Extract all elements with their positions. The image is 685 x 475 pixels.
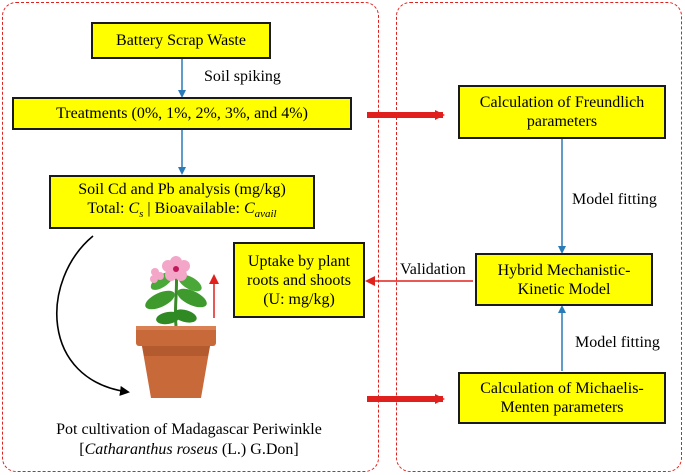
arrow-soil-to-pot <box>56 235 130 396</box>
soil-analysis-title: Soil Cd and Pb analysis (mg/kg) <box>78 180 286 198</box>
model-fitting-top-label: Model fitting <box>572 191 657 208</box>
right-panel <box>396 2 682 472</box>
model-fitting-bottom-label: Model fitting <box>575 334 660 351</box>
soil-total-label: Total: <box>87 199 129 217</box>
michaelis-menten-label: Calculation of Michaelis-Menten paramete… <box>480 380 644 416</box>
pot-caption-bracket: [ <box>79 441 85 458</box>
uptake-label: Uptake by plant roots and shoots (U: mg/… <box>247 252 351 308</box>
hybrid-model-label: Hybrid Mechanistic-Kinetic Model <box>497 261 631 298</box>
validation-label: Validation <box>400 261 466 278</box>
treatments-box: Treatments (0%, 1%, 2%, 3%, and 4%) <box>12 97 352 130</box>
species-name: Catharanthus roseus <box>84 441 218 458</box>
pot-caption-line2: [Catharanthus roseus (L.) G.Don] <box>8 440 370 460</box>
pot-caption-line1: Pot cultivation of Madagascar Periwinkle <box>56 421 322 438</box>
pot-caption-authority: (L.) G.Don] <box>217 441 299 458</box>
hybrid-model-box: Hybrid Mechanistic-Kinetic Model <box>475 253 653 306</box>
michaelis-menten-box: Calculation of Michaelis-Menten paramete… <box>458 372 666 424</box>
soil-cavail-symbol: C <box>243 199 255 217</box>
treatments-label: Treatments (0%, 1%, 2%, 3%, and 4%) <box>56 105 308 122</box>
freundlich-label: Calculation of Freundlich parameters <box>479 94 645 130</box>
freundlich-box: Calculation of Freundlich parameters <box>458 85 666 139</box>
battery-scrap-waste-label: Battery Scrap Waste <box>116 32 246 49</box>
soil-cavail-subscript: avail <box>254 208 277 221</box>
soil-cs-subscript: s <box>139 208 144 221</box>
soil-analysis-variables: Total: Cs | Bioavailable: Cavail <box>87 199 276 224</box>
soil-cs-symbol: C <box>128 199 140 217</box>
left-panel <box>2 2 379 472</box>
uptake-box: Uptake by plant roots and shoots (U: mg/… <box>233 242 365 318</box>
pot-caption: Pot cultivation of Madagascar Periwinkle… <box>8 420 370 460</box>
soil-analysis-box: Soil Cd and Pb analysis (mg/kg) Total: C… <box>49 175 315 229</box>
periwinkle-pot-illustration <box>136 256 216 398</box>
battery-scrap-waste-box: Battery Scrap Waste <box>91 22 271 59</box>
soil-spiking-label: Soil spiking <box>204 68 281 85</box>
soil-separator-label: | Bioavailable: <box>143 199 244 217</box>
